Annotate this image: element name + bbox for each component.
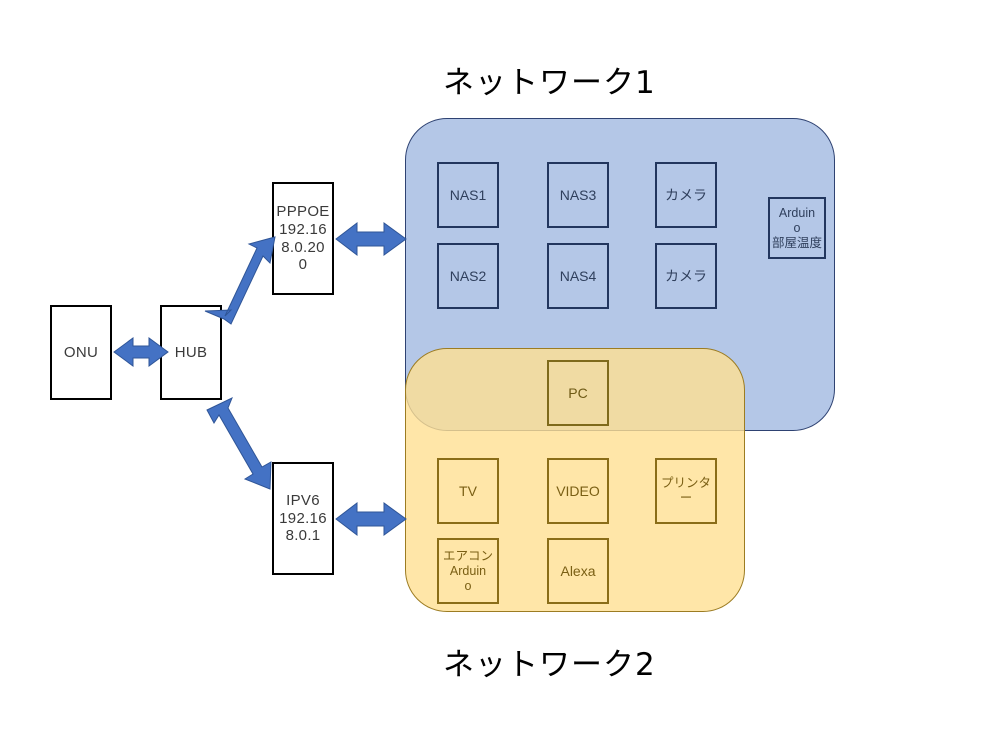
aircon-arduino-line3: o bbox=[464, 578, 472, 593]
device-nas2-label: NAS2 bbox=[449, 267, 487, 284]
device-nas3-label: NAS3 bbox=[559, 186, 597, 203]
arduino-temp-line2: o bbox=[793, 220, 801, 235]
device-video-label: VIDEO bbox=[556, 482, 600, 499]
device-pc[interactable]: PC bbox=[547, 360, 609, 426]
device-nas3[interactable]: NAS3 bbox=[547, 162, 609, 228]
device-onu[interactable]: ONU bbox=[50, 305, 112, 400]
device-nas1-label: NAS1 bbox=[449, 186, 487, 203]
device-nas1[interactable]: NAS1 bbox=[437, 162, 499, 228]
arrow-pppoe-network1 bbox=[335, 221, 407, 257]
ipv6-line2: 192.16 bbox=[279, 509, 327, 527]
pppoe-line4: 0 bbox=[298, 256, 308, 274]
arrow-ipv6-network2 bbox=[335, 501, 407, 537]
pppoe-line2: 192.16 bbox=[279, 220, 327, 238]
ipv6-line3: 8.0.1 bbox=[285, 527, 321, 545]
router-ipv6[interactable]: IPV6 192.16 8.0.1 bbox=[272, 462, 334, 575]
network2-zone bbox=[405, 348, 745, 612]
device-tv[interactable]: TV bbox=[437, 458, 499, 524]
device-hub[interactable]: HUB bbox=[160, 305, 222, 400]
device-camera-2[interactable]: カメラ bbox=[655, 243, 717, 309]
device-nas2[interactable]: NAS2 bbox=[437, 243, 499, 309]
arduino-temp-line1: Arduin bbox=[778, 205, 816, 220]
router-pppoe[interactable]: PPPOE 192.16 8.0.20 0 bbox=[272, 182, 334, 295]
device-printer-label: プリンター bbox=[660, 476, 711, 505]
device-onu-label: ONU bbox=[63, 343, 99, 361]
device-hub-label: HUB bbox=[174, 343, 208, 361]
aircon-arduino-line2: Arduin bbox=[449, 563, 487, 578]
device-tv-label: TV bbox=[459, 482, 477, 499]
aircon-arduino-line1: エアコン bbox=[442, 548, 493, 563]
ipv6-line1: IPV6 bbox=[286, 491, 320, 509]
device-alexa[interactable]: Alexa bbox=[547, 538, 609, 604]
device-camera-1-label: カメラ bbox=[665, 186, 707, 203]
device-arduino-room-temp[interactable]: Arduin o 部屋温度 bbox=[768, 197, 826, 259]
device-aircon-arduino[interactable]: エアコン Arduin o bbox=[437, 538, 499, 604]
pppoe-line3: 8.0.20 bbox=[281, 238, 325, 256]
network2-title: ネットワーク2 bbox=[443, 647, 656, 683]
device-camera-2-label: カメラ bbox=[665, 267, 707, 284]
device-printer[interactable]: プリンター bbox=[655, 458, 717, 524]
device-nas4[interactable]: NAS4 bbox=[547, 243, 609, 309]
device-video[interactable]: VIDEO bbox=[547, 458, 609, 524]
device-camera-1[interactable]: カメラ bbox=[655, 162, 717, 228]
pppoe-line1: PPPOE bbox=[276, 203, 330, 221]
device-pc-label: PC bbox=[568, 384, 588, 401]
device-alexa-label: Alexa bbox=[560, 562, 596, 579]
arduino-temp-line3: 部屋温度 bbox=[771, 235, 822, 250]
arrow-hub-ipv6 bbox=[206, 396, 272, 490]
network1-title: ネットワーク1 bbox=[443, 65, 656, 101]
device-nas4-label: NAS4 bbox=[559, 267, 597, 284]
